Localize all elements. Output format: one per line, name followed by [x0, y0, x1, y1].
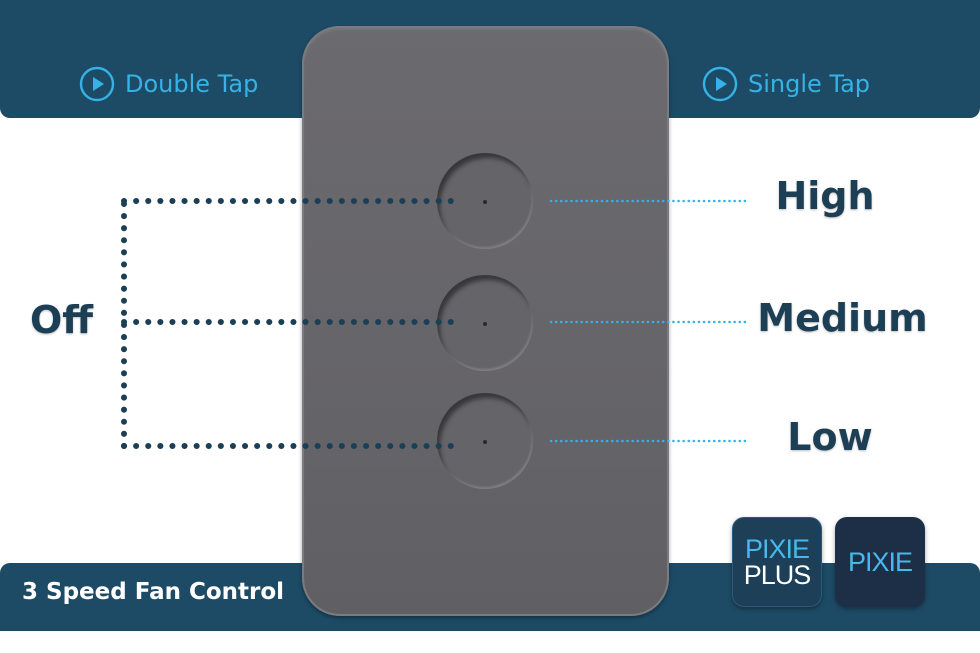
pixie-plus-logo: PIXIE PLUS — [732, 517, 822, 607]
medium-speed-button[interactable] — [437, 275, 533, 371]
pixie-plus-logo-word: PIXIE — [744, 534, 810, 564]
button-dot — [483, 440, 487, 444]
double-tap-legend: Double Tap — [79, 66, 258, 102]
high-label: High — [775, 174, 875, 218]
play-circle-icon — [79, 66, 115, 102]
off-label: Off — [30, 298, 94, 342]
play-circle-icon — [702, 66, 738, 102]
single-tap-label: Single Tap — [748, 70, 871, 98]
switch-plate — [302, 26, 669, 616]
low-label: Low — [787, 415, 873, 459]
single-tap-legend: Single Tap — [702, 66, 870, 102]
medium-label: Medium — [757, 296, 928, 340]
button-dot — [483, 322, 487, 326]
low-speed-button[interactable] — [437, 393, 533, 489]
pixie-logo: PIXIE — [835, 517, 925, 607]
pixie-logo-word: PIXIE — [847, 547, 913, 577]
pixie-plus-logo-plus: PLUS — [743, 560, 812, 590]
footer-title: 3 Speed Fan Control — [22, 579, 285, 605]
button-dot — [483, 200, 487, 204]
high-speed-button[interactable] — [437, 153, 533, 249]
double-tap-label: Double Tap — [125, 70, 259, 98]
